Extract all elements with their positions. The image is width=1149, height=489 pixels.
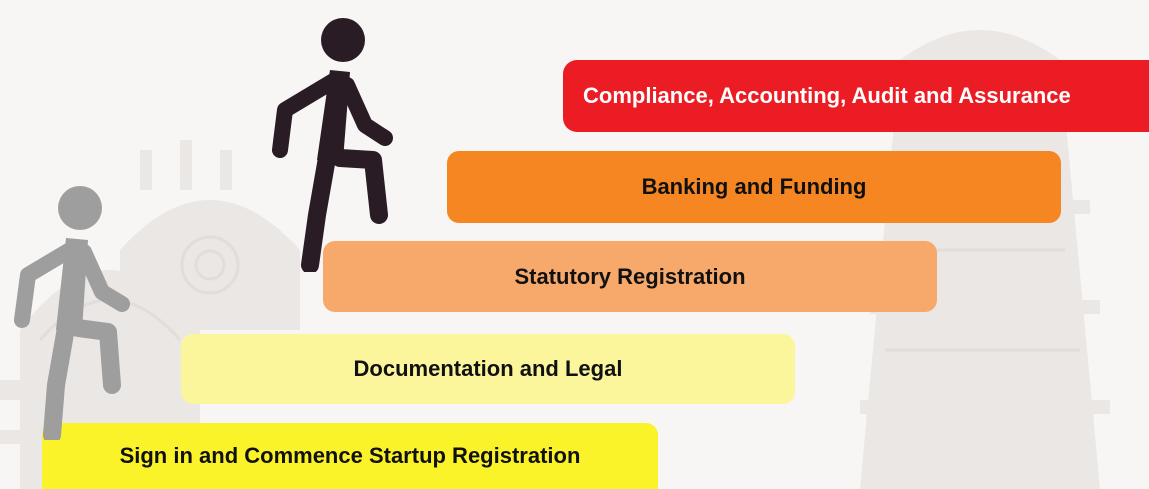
step-banking-funding: Banking and Funding <box>447 151 1061 223</box>
step-label: Banking and Funding <box>641 174 867 199</box>
step-compliance: Compliance, Accounting, Audit and Assura… <box>563 60 1149 132</box>
step-documentation: Documentation and Legal <box>181 334 795 404</box>
step-label: Compliance, Accounting, Audit and Assura… <box>583 83 1071 108</box>
step-statutory-registration: Statutory Registration <box>323 241 937 312</box>
climbing-person-icon <box>272 18 393 272</box>
step-label: Documentation and Legal <box>353 356 623 381</box>
climbing-person-icon <box>14 186 130 440</box>
step-sign-in: Sign in and Commence Startup Registratio… <box>42 423 658 489</box>
step-label: Sign in and Commence Startup Registratio… <box>119 443 581 468</box>
step-label: Statutory Registration <box>514 263 746 289</box>
